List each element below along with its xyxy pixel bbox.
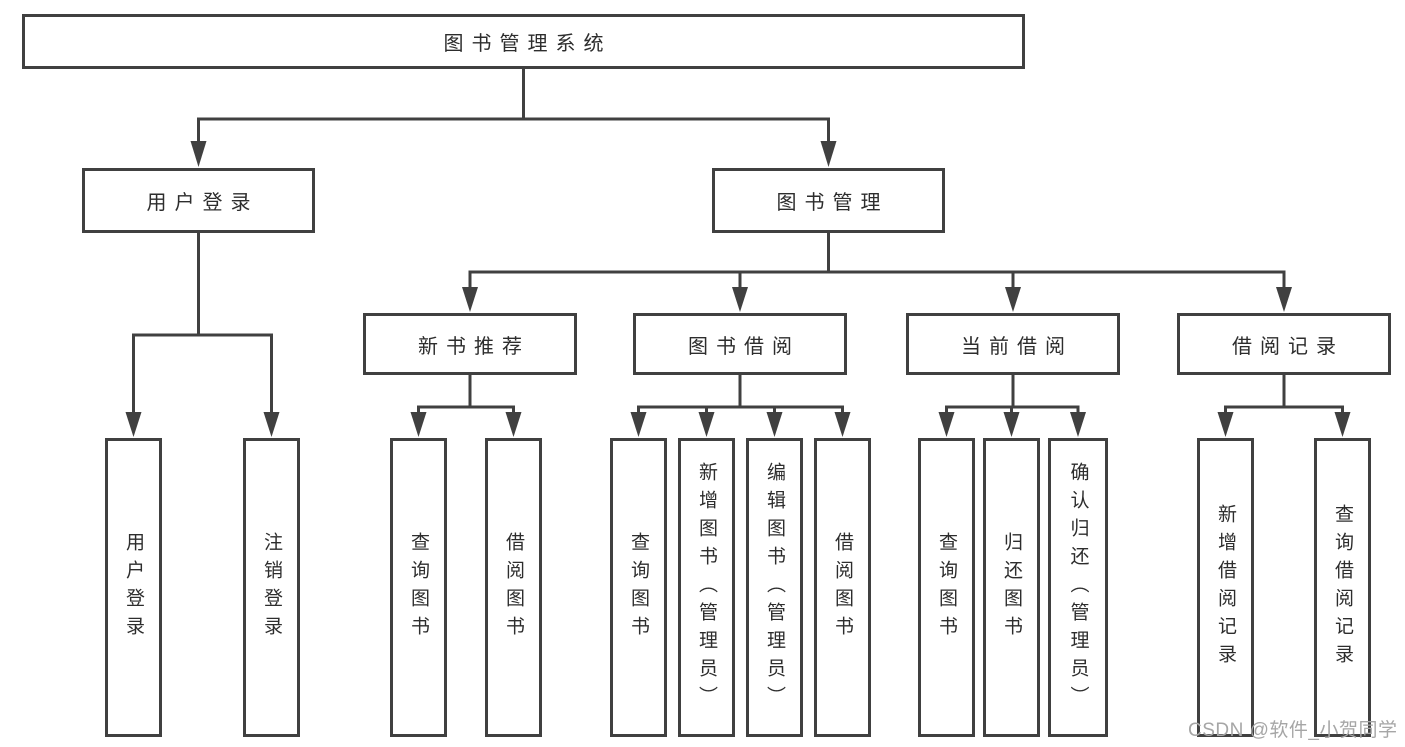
node-label: 图书管理 [776, 192, 889, 214]
node-label: 新增图书（管理员） [696, 461, 717, 714]
node-user-login: 用户登录 [82, 168, 315, 233]
node-label: 新书推荐 [418, 335, 530, 358]
node-label: 编辑图书（管理员） [764, 461, 785, 714]
node-book-borrow: 图书借阅 [633, 313, 847, 375]
node-label: 查询图书 [408, 531, 429, 644]
leaf-return-book: 归还图书 [983, 438, 1040, 737]
leaf-borrow-books: 借阅图书 [814, 438, 871, 737]
node-current-borrow: 当前借阅 [906, 313, 1120, 375]
leaf-query-books-recommend: 查询图书 [390, 438, 447, 737]
node-label: 图书借阅 [688, 335, 800, 358]
node-label: 注销登录 [261, 531, 282, 644]
leaf-query-books-borrow: 查询图书 [610, 438, 667, 737]
node-new-book-recommend: 新书推荐 [363, 313, 577, 375]
node-label: 查询图书 [936, 531, 957, 644]
connector-arrowheads [125, 141, 1351, 437]
node-label: 借阅图书 [832, 531, 853, 644]
node-label: 用户登录 [123, 531, 144, 644]
node-book-management: 图书管理 [712, 168, 945, 233]
leaf-confirm-return-admin: 确认归还（管理员） [1048, 438, 1108, 737]
node-label: 查询图书 [628, 531, 649, 644]
node-label: 查询借阅记录 [1332, 503, 1353, 672]
node-label: 用户登录 [146, 192, 259, 214]
connector-lines [132, 67, 1344, 413]
node-label: 确认归还（管理员） [1067, 461, 1089, 714]
leaf-query-borrow-record: 查询借阅记录 [1314, 438, 1371, 737]
leaf-logout-login: 注销登录 [243, 438, 300, 737]
leaf-edit-book-admin: 编辑图书（管理员） [746, 438, 803, 737]
node-library-management-system: 图书管理系统 [22, 14, 1025, 69]
leaf-add-book-admin: 新增图书（管理员） [678, 438, 735, 737]
node-borrow-records: 借阅记录 [1177, 313, 1391, 375]
leaf-user-login: 用户登录 [105, 438, 162, 737]
leaf-query-books-current: 查询图书 [918, 438, 975, 737]
leaf-borrow-books-recommend: 借阅图书 [485, 438, 542, 737]
leaf-add-borrow-record: 新增借阅记录 [1197, 438, 1254, 737]
node-label: 借阅记录 [1232, 335, 1344, 358]
node-label: 归还图书 [1001, 531, 1022, 644]
csdn-watermark: CSDN @软件_小贺同学 [1188, 720, 1398, 741]
node-label: 借阅图书 [503, 531, 524, 644]
node-label: 新增借阅记录 [1215, 503, 1236, 672]
node-label: 当前借阅 [961, 335, 1073, 358]
node-label: 图书管理系统 [443, 33, 612, 55]
